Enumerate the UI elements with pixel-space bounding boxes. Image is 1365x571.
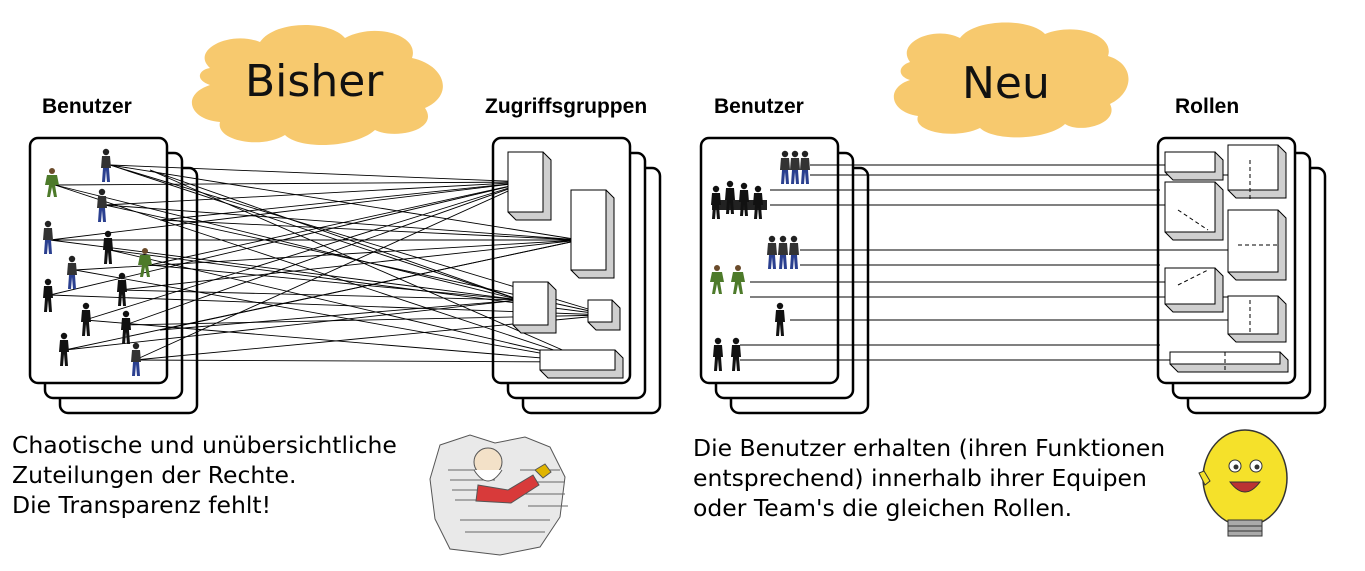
group-cube-5	[539, 349, 624, 379]
role-cube-7	[1169, 351, 1289, 373]
role-cubes	[1164, 144, 1289, 373]
role-cube-1	[1164, 151, 1224, 181]
role-cube-5	[1164, 267, 1224, 313]
role-cube-6	[1227, 295, 1287, 343]
groups-heading: Zugriffsgruppen	[485, 95, 648, 118]
caption-right: Die Benutzer erhalten (ihren Funktionen …	[693, 433, 1165, 523]
users-heading-left: Benutzer	[42, 95, 132, 118]
meeting-group-figure	[711, 180, 767, 219]
cloud-neu	[893, 22, 1129, 138]
cloud-label-bisher: Bisher	[245, 56, 384, 107]
caption-left: Chaotische und unübersichtliche Zuteilun…	[12, 430, 397, 520]
caption-right-line-3: oder Team's die gleichen Rollen.	[693, 494, 1073, 522]
caption-right-line-2: entsprechend) innerhalb ihrer Equipen	[693, 464, 1147, 492]
role-cube-3	[1164, 181, 1224, 241]
lightbulb-illustration	[1198, 429, 1288, 537]
user-figures-right	[710, 150, 810, 371]
users-heading-right: Benutzer	[714, 95, 804, 118]
group-cube-3	[512, 281, 557, 334]
caption-left-line-3: Die Transparenz fehlt!	[12, 491, 272, 519]
chaotic-connections	[49, 164, 609, 363]
caption-left-line-1: Chaotische und unübersichtliche	[12, 431, 397, 459]
access-group-cubes	[507, 151, 624, 379]
group-cube-1	[507, 151, 552, 221]
caption-right-line-1: Die Benutzer erhalten (ihren Funktionen	[693, 434, 1166, 462]
role-cube-4	[1227, 209, 1287, 281]
chaos-paper-illustration	[429, 434, 568, 556]
group-cube-2	[570, 189, 615, 279]
cloud-label-neu: Neu	[962, 58, 1050, 109]
roles-heading: Rollen	[1175, 95, 1240, 118]
group-cube-4	[587, 299, 621, 331]
users-card-stack-right	[699, 136, 870, 415]
caption-left-line-2: Zuteilungen der Rechte.	[12, 461, 297, 489]
role-cube-2	[1227, 144, 1287, 199]
cloud-bisher	[191, 24, 443, 146]
